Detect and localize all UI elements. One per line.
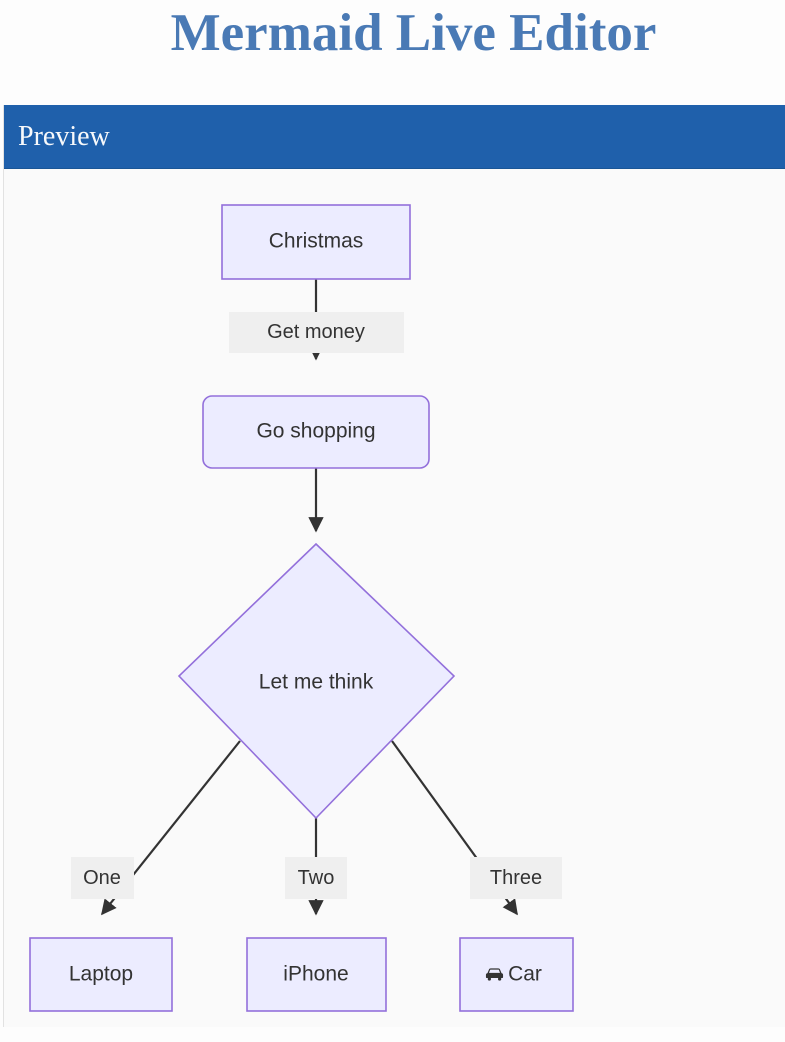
node-christmas-label: Christmas <box>269 230 364 253</box>
node-car[interactable]: Car <box>459 937 574 1012</box>
node-go-shopping[interactable]: Go shopping <box>202 395 430 469</box>
mermaid-diagram[interactable]: Christmas Get money Go shopping Let me t… <box>4 169 785 1027</box>
node-christmas[interactable]: Christmas <box>221 204 411 280</box>
edge-label-three-text: Three <box>490 867 542 889</box>
page-header: Mermaid Live Editor <box>0 0 785 105</box>
edge-label-two-bg <box>285 857 347 899</box>
car-icon <box>485 968 504 981</box>
node-let-me-think-label: Let me think <box>259 671 374 694</box>
page-title: Mermaid Live Editor <box>170 4 657 62</box>
edge-label-one-text: One <box>83 867 121 889</box>
node-iphone-label: iPhone <box>283 963 348 986</box>
node-go-shopping-label: Go shopping <box>256 420 375 443</box>
node-laptop[interactable]: Laptop <box>29 937 173 1012</box>
edge-label-three: Three <box>470 857 562 899</box>
node-car-label: Car <box>508 963 542 986</box>
edge-label-get-money-text: Get money <box>267 321 365 343</box>
edge-label-two: Two <box>285 857 347 899</box>
node-iphone[interactable]: iPhone <box>246 937 387 1012</box>
edge-label-three-bg <box>470 857 562 899</box>
edge-label-get-money: Get money <box>229 312 404 353</box>
node-let-me-think[interactable]: Let me think <box>177 542 456 820</box>
preview-panel: Preview <box>3 105 785 1027</box>
flowchart-svg[interactable]: Christmas Get money Go shopping Let me t… <box>4 169 785 1027</box>
preview-panel-body: Christmas Get money Go shopping Let me t… <box>4 169 785 1027</box>
node-car-shape[interactable] <box>459 937 574 1012</box>
node-laptop-label: Laptop <box>69 963 133 986</box>
preview-heading-label: Preview <box>18 120 110 152</box>
preview-panel-heading: Preview <box>4 105 785 169</box>
edge-label-one: One <box>71 857 134 899</box>
node-iphone-shape[interactable] <box>246 937 387 1012</box>
edge-label-two-text: Two <box>298 867 335 889</box>
node-go-shopping-shape[interactable] <box>202 395 430 469</box>
edge-label-one-bg <box>71 857 134 899</box>
node-laptop-shape[interactable] <box>29 937 173 1012</box>
node-let-me-think-shape[interactable] <box>177 542 456 820</box>
edge-label-get-money-bg <box>229 312 404 353</box>
node-christmas-shape[interactable] <box>221 204 411 280</box>
